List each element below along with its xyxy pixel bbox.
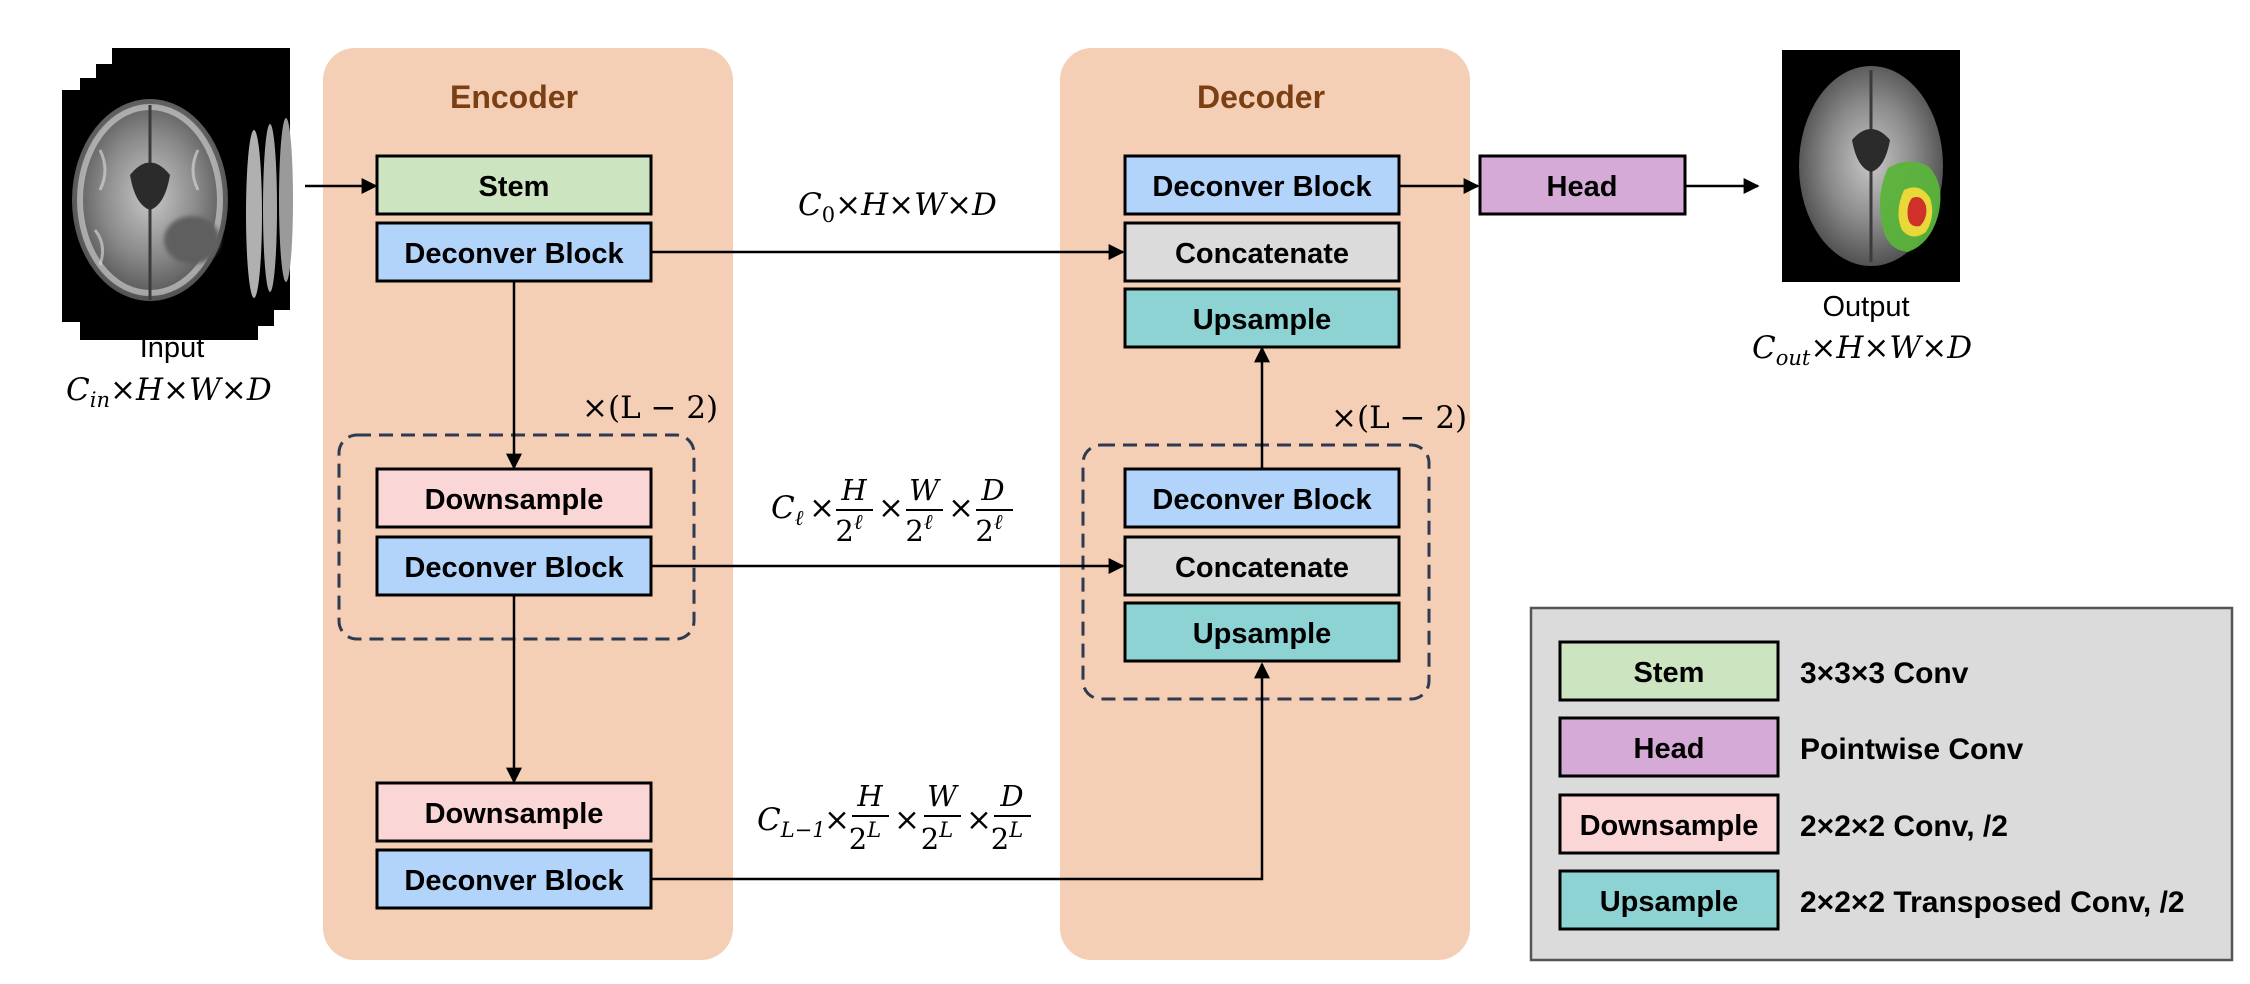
svg-text:2L: 2L	[991, 818, 1023, 856]
svg-text:Cℓ: Cℓ	[771, 490, 804, 530]
input-mri-stack	[62, 48, 293, 340]
svg-text:D: D	[980, 473, 1004, 507]
legend-desc-stem: 3×3×3 Conv	[1800, 657, 1969, 690]
input-shape-label: Cin×H×W×D	[66, 372, 272, 412]
svg-text:2ℓ: 2ℓ	[975, 510, 1002, 548]
legend-item-upsample: Upsample 2×2×2 Transposed Conv, /2	[1558, 869, 2185, 931]
decoder-upsample-top: Upsample	[1123, 287, 1401, 349]
svg-text:H: H	[856, 779, 883, 813]
legend-swatch-downsample	[1558, 793, 1780, 855]
svg-text:2ℓ: 2ℓ	[835, 510, 862, 548]
svg-text:H: H	[840, 473, 867, 507]
svg-text:×: ×	[948, 490, 974, 526]
skip-top-shape-label: C0×H×W×D	[798, 187, 997, 227]
svg-text:2L: 2L	[921, 818, 953, 856]
encoder-downsample-last: Downsample	[375, 781, 653, 843]
decoder-repeat-label: ×(L − 2)	[1331, 400, 1467, 436]
head-block: Head	[1478, 154, 1687, 216]
svg-text:×: ×	[809, 490, 835, 526]
encoder-deconver-block-mid: Deconver Block	[375, 535, 653, 597]
legend: Stem 3×3×3 Conv Head Pointwise Conv Down…	[1529, 606, 2234, 962]
decoder-upsample-mid: Upsample	[1123, 601, 1401, 663]
legend-name-upsample: Upsample	[1600, 886, 1739, 918]
decoder-concat-mid-label: Concatenate	[1175, 552, 1349, 584]
encoder-repeat-label: ×(L − 2)	[582, 390, 718, 426]
decoder-deconver-block-mid: Deconver Block	[1123, 467, 1401, 529]
legend-swatch-head	[1558, 716, 1780, 778]
bottleneck-shape-label: CL−1 × H 2L × W 2L × D 2L	[757, 779, 1031, 856]
encoder-repeat-group	[337, 433, 696, 641]
encoder-deconver-block-1: Deconver Block	[375, 221, 653, 283]
decoder-concatenate-top: Concatenate	[1123, 221, 1401, 283]
svg-text:D: D	[999, 779, 1023, 813]
svg-text:×: ×	[878, 490, 904, 526]
decoder-block-top-label: Deconver Block	[1152, 171, 1372, 203]
decoder-up-top-label: Upsample	[1193, 304, 1332, 336]
encoder-stem-label: Stem	[479, 171, 550, 203]
svg-text:CL−1: CL−1	[757, 802, 826, 842]
legend-desc-downsample: 2×2×2 Conv, /2	[1800, 810, 2008, 843]
legend-name-head: Head	[1634, 733, 1705, 765]
encoder-deconver-block-last: Deconver Block	[375, 848, 653, 910]
svg-text:W: W	[927, 779, 959, 813]
svg-text:W: W	[909, 473, 941, 507]
svg-text:2ℓ: 2ℓ	[905, 510, 932, 548]
encoder-block-last-label: Deconver Block	[404, 865, 624, 897]
decoder-concatenate-mid: Concatenate	[1123, 535, 1401, 597]
legend-desc-head: Pointwise Conv	[1800, 733, 2024, 766]
decoder-up-mid-label: Upsample	[1193, 618, 1332, 650]
skip-mid-shape-label: Cℓ × H 2ℓ × W 2ℓ × D 2ℓ	[771, 473, 1013, 548]
legend-item-downsample: Downsample 2×2×2 Conv, /2	[1558, 793, 2008, 855]
encoder-block1-label: Deconver Block	[404, 238, 624, 270]
legend-item-stem: Stem 3×3×3 Conv	[1558, 640, 1969, 702]
bottleneck-connection	[651, 662, 1270, 881]
head-label: Head	[1547, 171, 1618, 203]
decoder-repeat-group	[1081, 443, 1431, 701]
svg-text:×: ×	[894, 802, 920, 838]
encoder-stem-block: Stem	[375, 154, 653, 216]
output-label: Output	[1822, 291, 1909, 323]
input-mri-slice-ellipses	[246, 118, 293, 298]
legend-item-head: Head Pointwise Conv	[1558, 716, 2024, 778]
encoder-downsample-mid: Downsample	[375, 467, 653, 529]
encoder-down-mid-label: Downsample	[425, 484, 604, 516]
legend-swatch-upsample	[1558, 869, 1780, 931]
output-shape-label: Cout×H×W×D	[1752, 330, 1972, 370]
input-label: Input	[140, 332, 205, 364]
svg-text:×: ×	[824, 802, 850, 838]
decoder-block-mid-label: Deconver Block	[1152, 484, 1372, 516]
decoder-title: Decoder	[1197, 79, 1325, 115]
decoder-deconver-block-top: Deconver Block	[1123, 154, 1401, 216]
decoder-concat-top-label: Concatenate	[1175, 238, 1349, 270]
legend-desc-upsample: 2×2×2 Transposed Conv, /2	[1800, 886, 2185, 919]
svg-text:×: ×	[966, 802, 992, 838]
svg-text:2L: 2L	[849, 818, 881, 856]
encoder-down-last-label: Downsample	[425, 798, 604, 830]
encoder-block-mid-label: Deconver Block	[404, 552, 624, 584]
legend-name-downsample: Downsample	[1580, 810, 1759, 842]
legend-swatch-stem	[1558, 640, 1780, 702]
encoder-title: Encoder	[450, 79, 578, 115]
input-brain-image	[72, 99, 228, 301]
output-mri-image	[1782, 50, 1960, 282]
legend-name-stem: Stem	[1634, 657, 1705, 689]
